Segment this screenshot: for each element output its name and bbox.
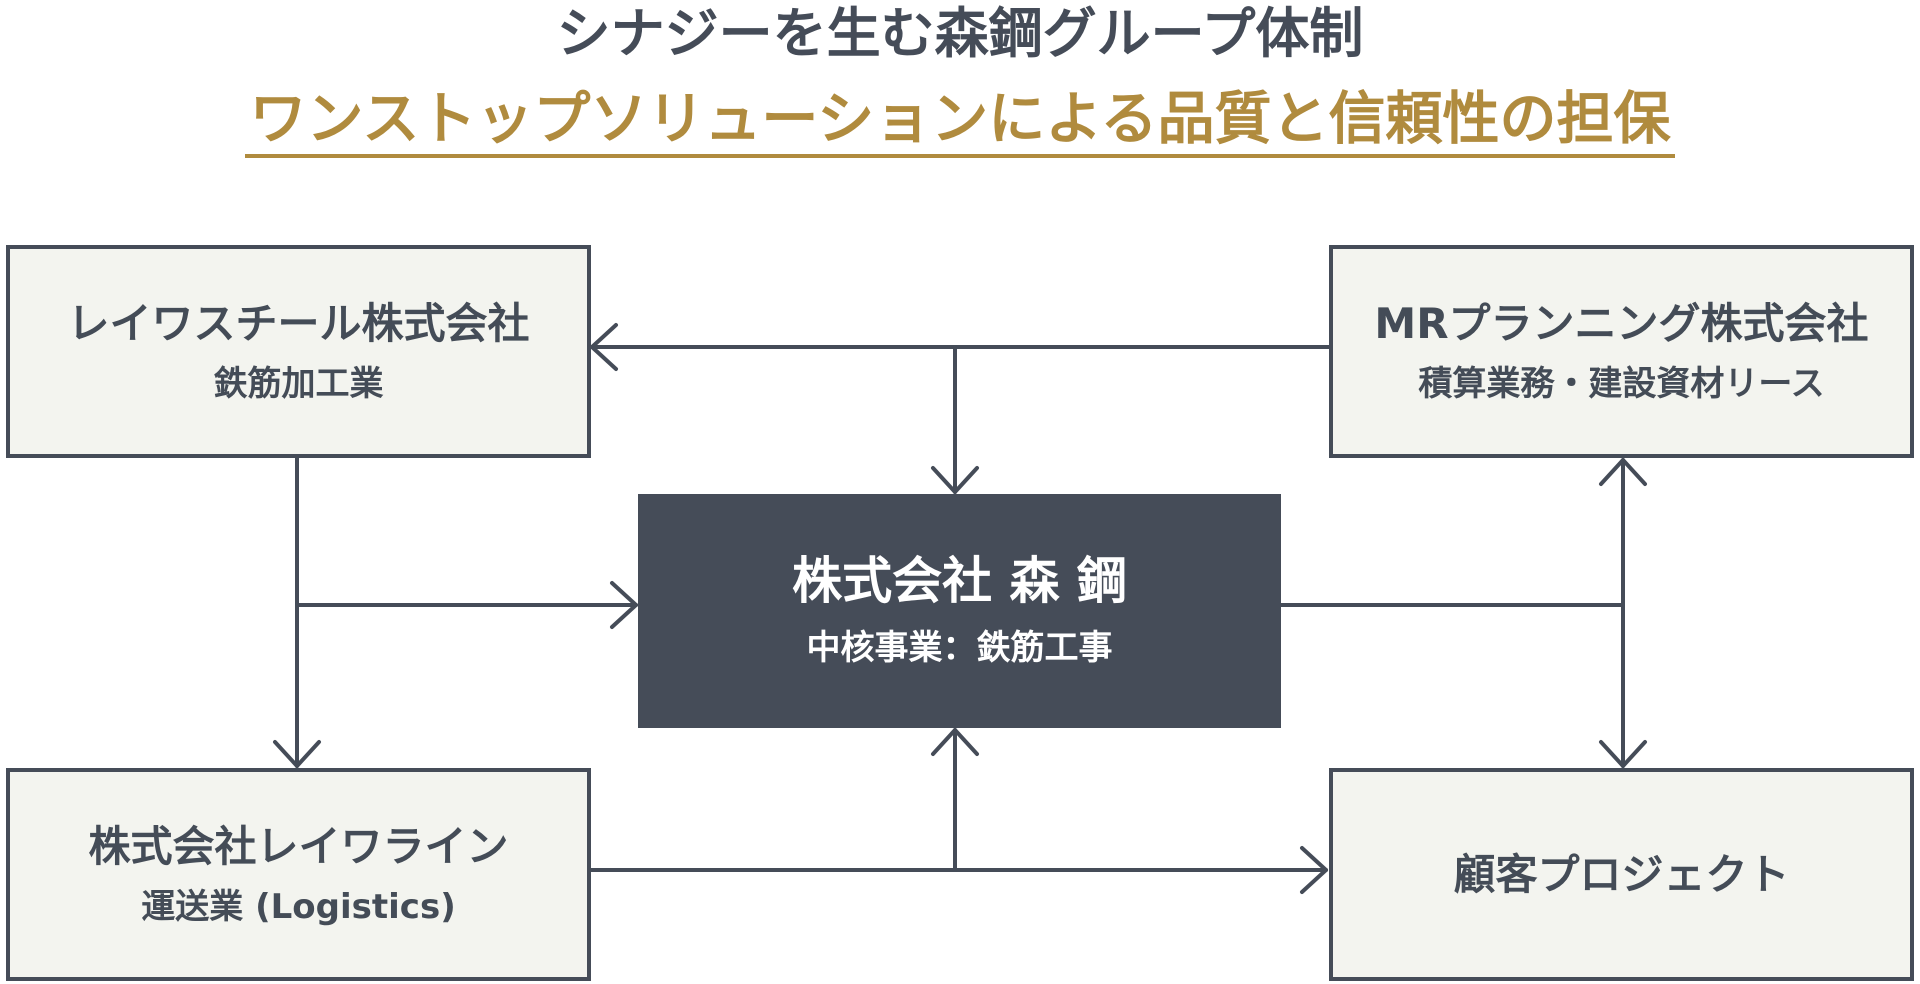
arrowhead-mr-bottom [1599,458,1647,486]
node-mr-planning-desc: 積算業務・建設資材リース [1418,363,1825,404]
node-reiwa-line-name: 株式会社レイワライン [88,821,509,871]
node-client-project-name: 顧客プロジェクト [1453,849,1790,899]
node-morikou-desc: 中核事業：鉄筋工事 [806,628,1113,668]
node-reiwa-steel-name: レイワスチール株式会社 [67,298,530,348]
node-reiwa-steel-desc: 鉄筋加工業 [213,363,384,404]
arrowhead-client-top [1599,740,1647,768]
diagram-subtitle: ワンストップソリューションによる品質と信頼性の担保 [245,86,1675,158]
node-morikou: 株式会社 森 鋼 中核事業：鉄筋工事 [638,494,1281,728]
arrowhead-reiwa-line [273,740,321,768]
arrowhead-morikou-bottom [931,728,979,756]
arrowhead-reiwa-steel [590,323,618,371]
diagram-subtitle-wrapper: ワンストップソリューションによる品質と信頼性の担保 [0,86,1920,158]
arrowhead-morikou-top [931,466,979,494]
node-morikou-name: 株式会社 森 鋼 [792,552,1127,610]
node-reiwa-steel: レイワスチール株式会社 鉄筋加工業 [6,245,591,458]
arrowhead-morikou-left [610,581,638,629]
node-client-project: 顧客プロジェクト [1329,768,1914,981]
node-reiwa-line: 株式会社レイワライン 運送業 (Logistics) [6,768,591,981]
diagram-title: シナジーを生む森鋼グループ体制 [556,2,1364,65]
arrowhead-client-left [1300,846,1328,894]
node-reiwa-line-desc: 運送業 (Logistics) [141,886,456,927]
node-mr-planning: MRプランニング株式会社 積算業務・建設資材リース [1329,245,1914,458]
node-mr-planning-name: MRプランニング株式会社 [1374,298,1869,348]
